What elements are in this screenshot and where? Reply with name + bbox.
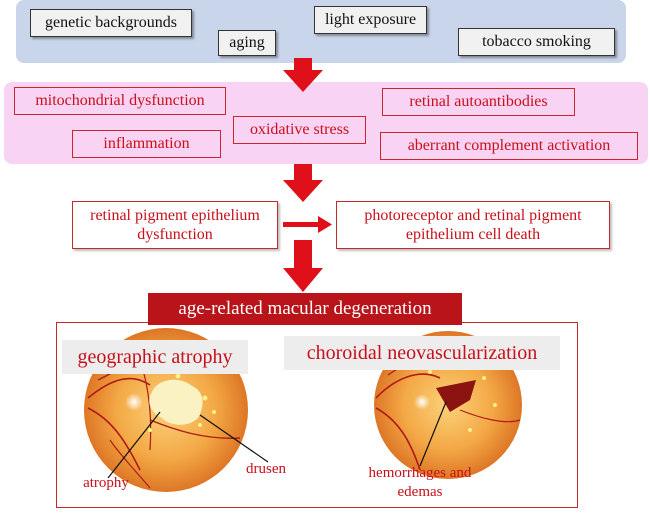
amd-banner: age-related macular degeneration	[148, 293, 462, 325]
rpe-dysfunction-box: retinal pigment epithelium dysfunction	[72, 201, 278, 249]
inflammation-box: inflammation	[72, 130, 221, 158]
mitochondrial-dysfunction-box: mitochondrial dysfunction	[14, 87, 226, 115]
atrophy-label: atrophy	[83, 475, 129, 491]
cnv-title: choroidal neovascularization	[284, 336, 560, 370]
mechanisms-panel	[4, 82, 648, 164]
arrow-down-3	[283, 240, 323, 292]
cell-death-box: photoreceptor and retinal pigment epithe…	[336, 201, 610, 249]
arrow-down-2	[283, 164, 323, 202]
aging-box: aging	[218, 30, 276, 56]
genetic-backgrounds-box: genetic backgrounds	[30, 9, 192, 37]
arrow-down-1	[283, 58, 323, 92]
ga-title: geographic atrophy	[62, 340, 248, 374]
aberrant-complement-box: aberrant complement activation	[380, 132, 638, 160]
oxidative-stress-box: oxidative stress	[233, 116, 366, 144]
light-exposure-box: light exposure	[314, 6, 427, 34]
drusen-label: drusen	[246, 461, 286, 477]
arrow-right	[283, 216, 332, 233]
hemorrhages-label: hemorrhages and edemas	[368, 465, 472, 500]
tobacco-smoking-box: tobacco smoking	[458, 28, 615, 56]
retinal-autoantibodies-box: retinal autoantibodies	[382, 88, 575, 116]
